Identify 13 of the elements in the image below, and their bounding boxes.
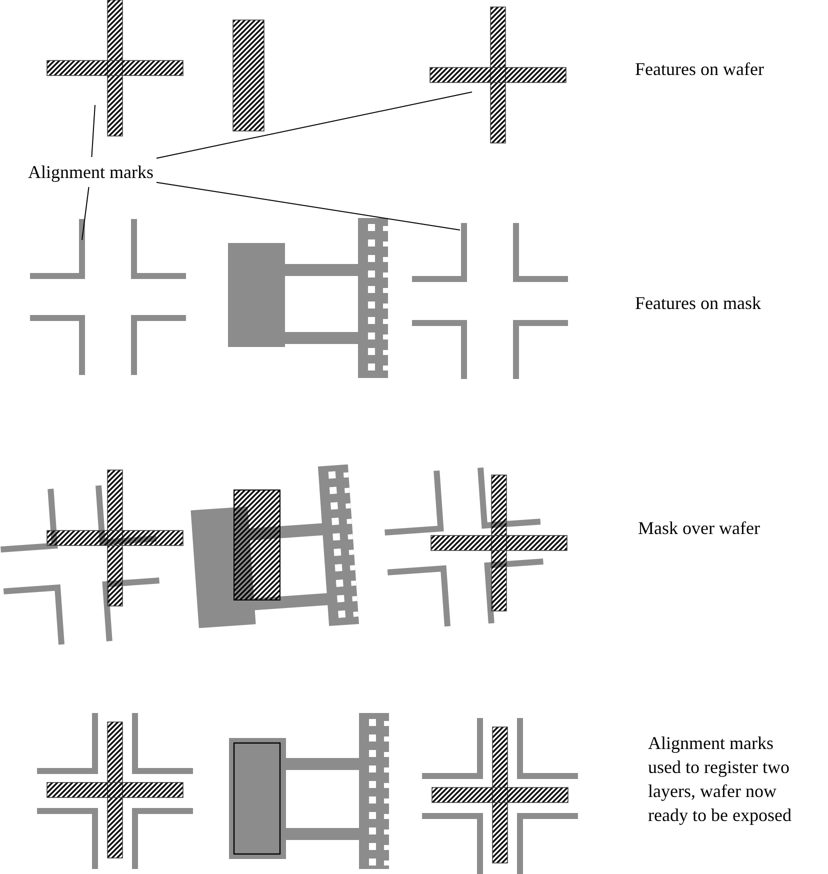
callout-text: Alignment marks [28, 160, 154, 184]
mask-alignment-mark [409, 220, 571, 382]
row-label: Features on wafer [635, 58, 764, 81]
row-label: Mask over wafer [638, 517, 760, 540]
leader-line [156, 92, 472, 159]
wafer-alignment-mark [430, 6, 566, 144]
row-label: Alignment marks used to register two layers, wafer now ready to be exposed [648, 732, 792, 827]
row-label: Features on mask [635, 292, 761, 315]
leader-line [156, 182, 460, 230]
wafer-alignment-mark [46, 0, 184, 136]
mask-alignment-mark [27, 216, 189, 378]
leader-line [91, 104, 96, 158]
leader-line [82, 186, 90, 240]
